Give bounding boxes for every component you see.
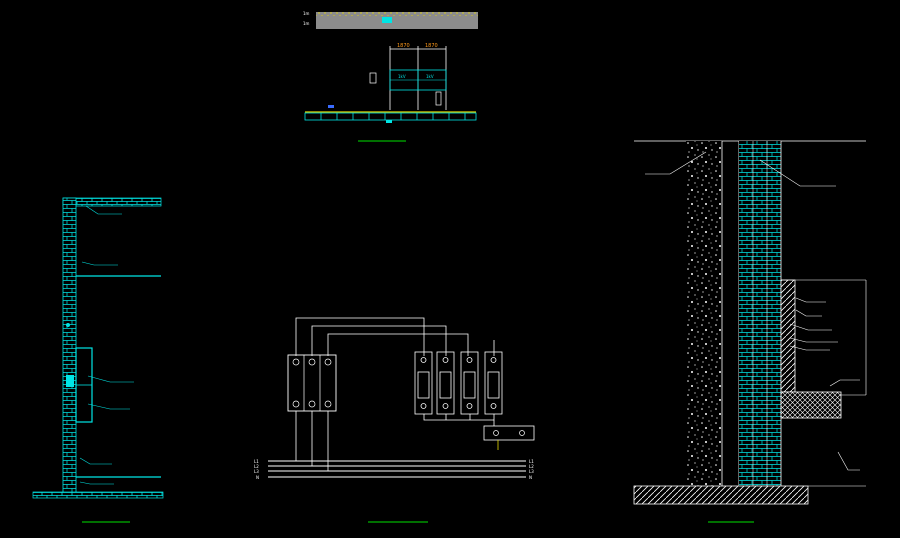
top-cyan-marker [386, 120, 392, 123]
left-wall-leaders [79, 205, 134, 485]
left-wall-slab-top [62, 197, 162, 207]
terminal-screw-icon [493, 430, 499, 436]
top-bar-ticks [320, 113, 466, 120]
top-side-block [435, 91, 442, 106]
bus-label-right-2: L2 [529, 464, 534, 469]
right-base-block [780, 391, 842, 419]
ground-terminal-block [483, 425, 535, 441]
top-dim-value-2: 1870 [425, 43, 438, 49]
top-bottom-bar [304, 112, 477, 121]
middle-circuit-drawing: L1 L2 L3 N L1 L2 L3 N [254, 317, 535, 523]
bus-label-right-4: N [529, 475, 532, 480]
right-brick-wall [739, 141, 781, 486]
surge-modules [414, 351, 503, 415]
bus-label-left-2: L2 [254, 464, 259, 469]
left-wall-brick [62, 197, 77, 497]
top-dim-value-1: 1870 [397, 43, 410, 49]
busbars [268, 460, 526, 478]
bus-label-left-4: N [256, 475, 259, 480]
bus-label-right-1: L1 [529, 459, 534, 464]
left-wall-drawing [32, 197, 164, 523]
breaker-drops [295, 411, 329, 471]
right-concrete-column [686, 141, 722, 486]
bus-label-right-3: L3 [529, 469, 534, 474]
circuit-top-wires [295, 317, 495, 356]
bus-label-left-1: L1 [254, 459, 259, 464]
left-wall-bracket [66, 375, 74, 387]
top-strip-label-2: 1m [303, 21, 310, 26]
top-cell-label-2: 1kV [426, 74, 434, 79]
breaker-terminals [292, 358, 332, 408]
ground-hatch-icon [633, 485, 809, 505]
top-section-drawing: 1m 1m 1870 1870 1kV 1kV [303, 11, 478, 142]
top-strip-label-1: 1m [303, 11, 310, 16]
top-side-marker [369, 72, 377, 84]
right-leaders [645, 151, 860, 471]
breaker-body [287, 354, 337, 412]
right-section-drawing [633, 140, 867, 523]
surge-bottom-wires [423, 414, 495, 426]
top-gray-strip [316, 12, 478, 29]
right-panel-hatch [780, 279, 796, 393]
top-strip-cyan-mark [382, 17, 392, 23]
bus-label-left-3: L3 [254, 469, 259, 474]
top-cell-label-1: 1kV [398, 74, 406, 79]
left-wall-dot [66, 323, 70, 327]
terminal-screw-icon-2 [519, 430, 525, 436]
left-wall-floor [32, 491, 164, 499]
top-strip-texture [316, 12, 478, 16]
top-blue-marker [328, 105, 334, 108]
